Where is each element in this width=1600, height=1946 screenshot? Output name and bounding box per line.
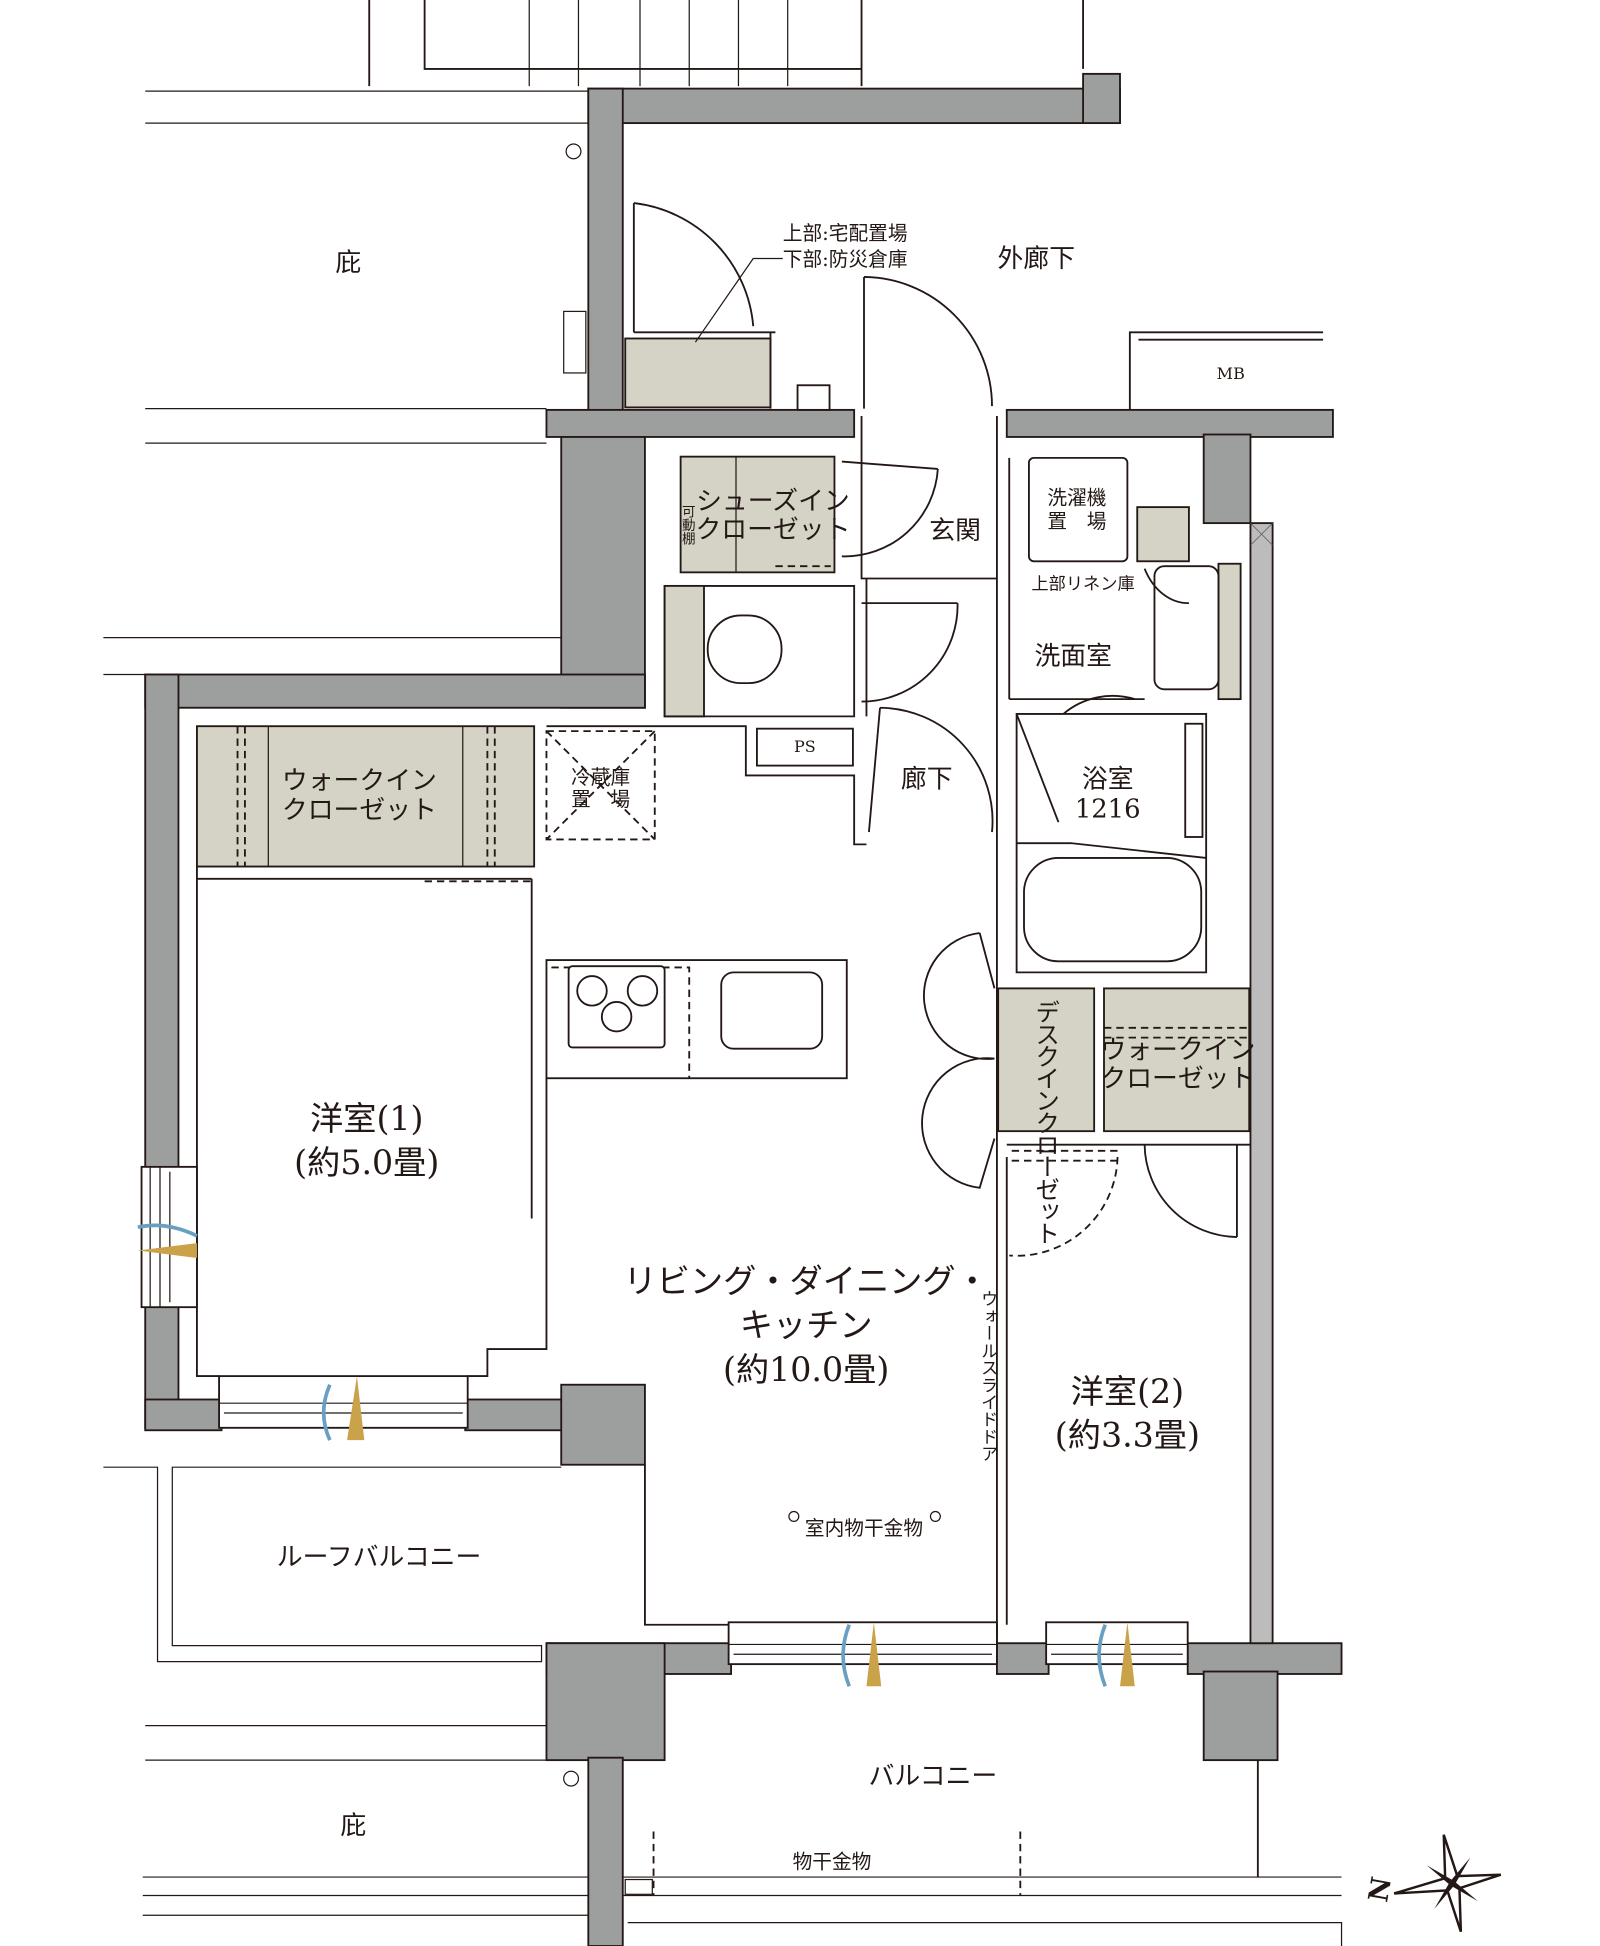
roof-balcony-label: ルーフバルコニー (277, 1543, 482, 1573)
wic-right-label-2: クローゼット (1100, 1064, 1255, 1094)
windows (140, 1165, 1189, 1666)
indoor-drying-label: 室内物干金物 (805, 1517, 923, 1540)
washer-label-2: 置 場 (1047, 510, 1106, 533)
doors (632, 202, 1238, 1257)
balcony-lines (103, 1466, 1343, 1946)
wic-right-label-1: ウォークイン (1100, 1036, 1255, 1066)
wic-left-label-2: クローゼット (282, 796, 437, 826)
desk-closet-label: デスクインクローゼット (1032, 999, 1061, 1243)
drying-rack-label: 物干金物 (793, 1850, 872, 1873)
fridge-label-1: 冷蔵庫 (571, 766, 630, 789)
hatched-wall (1249, 522, 1274, 1645)
eaves-bottom-label: 庇 (340, 1811, 366, 1841)
entrance-label: 玄関 (929, 516, 981, 546)
wall-slide-door-label: ウォールスライドドア (977, 1290, 997, 1462)
delivery-box-label: 上部:宅配置場 (783, 222, 908, 245)
delivery-box (624, 337, 772, 409)
toilet-tank (663, 584, 705, 718)
vanity (1153, 565, 1220, 691)
outer-corridor-label: 外廊下 (998, 244, 1075, 274)
meter-box-label: MB (1217, 364, 1245, 383)
ldk-label-1: リビング・ダイニング・ (623, 1261, 988, 1300)
toilet (706, 614, 783, 685)
hallway-label: 廊下 (901, 765, 953, 795)
wic-left-label-1: ウォークイン (282, 766, 437, 796)
north-label: N (1363, 1875, 1398, 1905)
walk-in-closet-left (196, 725, 536, 868)
burner (576, 975, 608, 1007)
washer-space (1028, 456, 1129, 563)
interior-partitions (196, 416, 1251, 1644)
linen-label: 上部リネン庫 (1031, 575, 1134, 595)
cooktop (567, 965, 666, 1049)
pipe-space-label: PS (794, 737, 816, 756)
burner (600, 1001, 633, 1033)
fridge-space (545, 730, 656, 841)
washer-label-1: 洗濯機 (1047, 487, 1106, 510)
exterior-lines (103, 0, 1324, 676)
ldk-label-2: キッチン (740, 1306, 873, 1345)
shoe-closet-label-1: シューズイン (696, 487, 850, 517)
walk-in-closet-right (1103, 987, 1251, 1133)
disaster-storage-label: 下部:防災倉庫 (783, 248, 908, 271)
movable-shelf-label: 可動棚 (679, 505, 696, 546)
room1-name: 洋室(1) (310, 1099, 423, 1138)
closets (196, 331, 1251, 1162)
eaves-top-label: 庇 (335, 248, 361, 278)
washroom-label: 洗面室 (1034, 642, 1111, 672)
bath-size-label: 1216 (1075, 794, 1141, 824)
ps-box (756, 727, 854, 767)
structural-walls (144, 72, 1343, 1946)
bathroom-label: 浴室 (1082, 765, 1134, 795)
fixtures (545, 456, 1220, 1080)
bathtub (1023, 856, 1203, 963)
ldk-size: (約10.0畳) (723, 1350, 889, 1389)
linen-closet (1136, 506, 1190, 563)
shoe-closet (679, 455, 836, 574)
burner (626, 975, 659, 1007)
room2-size: (約3.3畳) (1055, 1415, 1200, 1454)
fridge-label-2: 置 場 (571, 788, 630, 811)
compass-rose-icon (1393, 1834, 1502, 1933)
balcony-label: バルコニー (869, 1762, 998, 1792)
airflow-icon (137, 1223, 1135, 1687)
room2-name: 洋室(2) (1071, 1372, 1184, 1411)
hanger-hook-icon (788, 1510, 941, 1522)
desk-closet (997, 987, 1096, 1133)
shoe-closet-label-2: クローゼット (695, 515, 850, 545)
room1-size: (約5.0畳) (294, 1143, 439, 1182)
sink (720, 971, 824, 1050)
